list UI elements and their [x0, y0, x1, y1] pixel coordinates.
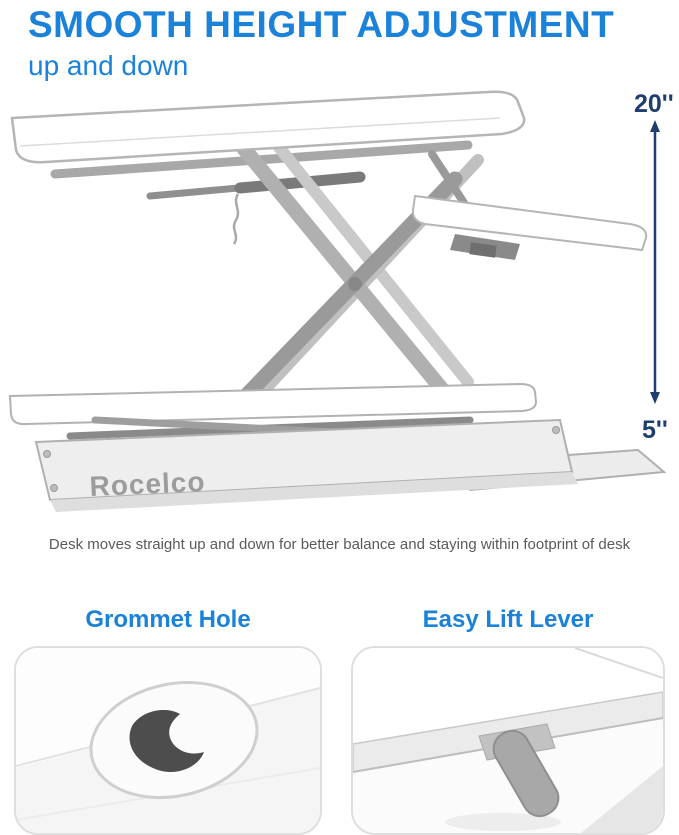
dimension-top-label: 20''	[634, 90, 674, 118]
dimension-bottom-label: 5''	[642, 416, 668, 444]
detail-label-easy-lift-lever: Easy Lift Lever	[422, 606, 594, 633]
brand-logo-text: Rocelco	[89, 466, 206, 502]
desk-surface	[353, 648, 663, 744]
easy-lift-lever-graphic	[353, 648, 663, 833]
screw	[50, 484, 58, 492]
caption-text: Desk moves straight up and down for bett…	[48, 536, 631, 553]
cable	[232, 193, 240, 245]
base-unit: Rocelco	[34, 418, 667, 512]
grommet-hole-graphic	[16, 648, 320, 833]
header: SMOOTH HEIGHT ADJUSTMENT up and down	[28, 4, 614, 82]
lift-lever	[492, 729, 560, 818]
detail-label-grommet-hole: Grommet Hole	[85, 606, 251, 633]
grommet-cover	[89, 681, 259, 799]
desk-top-surface	[10, 90, 526, 164]
grommet-hole-opening	[129, 710, 204, 772]
screw	[43, 450, 51, 458]
keyboard-tray-upper	[411, 150, 648, 260]
scissor-arms	[224, 120, 484, 410]
dimension-arrow-down-icon	[650, 392, 660, 404]
dimension-annotations: 20'' 5''	[634, 90, 674, 444]
dimension-arrow-up-icon	[650, 120, 660, 132]
tray-bracket	[469, 242, 497, 258]
lever-shadow	[445, 813, 561, 831]
desk-illustration: Rocelco 20'' 5''	[8, 90, 674, 512]
riser-platform	[8, 382, 538, 426]
shadow-corner	[581, 766, 663, 833]
grommet-hole-image	[14, 646, 322, 835]
pivot-bolt	[348, 277, 362, 291]
page-subtitle: up and down	[28, 49, 189, 81]
page-title: SMOOTH HEIGHT ADJUSTMENT	[28, 4, 615, 45]
screw	[552, 426, 560, 434]
easy-lift-lever-image	[351, 646, 665, 835]
